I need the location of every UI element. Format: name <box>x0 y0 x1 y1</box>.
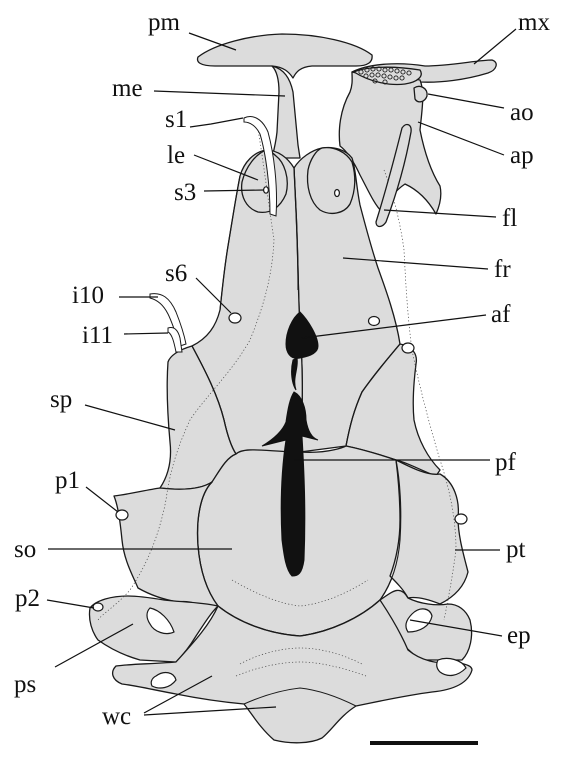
label-ap: ap <box>510 142 534 169</box>
label-le: le <box>167 142 185 169</box>
leader-i11 <box>124 333 168 334</box>
pore-fr-right <box>369 317 380 326</box>
label-i11: i11 <box>82 322 113 349</box>
pterotic-right <box>390 460 468 604</box>
leader-p1 <box>86 487 118 512</box>
lateral-ethmoid-right <box>308 148 355 214</box>
leader-fl <box>384 210 496 217</box>
label-s3: s3 <box>174 179 196 206</box>
premaxilla-bone <box>198 34 373 78</box>
label-pt: pt <box>506 536 526 563</box>
infraorbital-i10 <box>150 294 186 346</box>
leader-ao <box>428 94 504 108</box>
leader-pm <box>189 33 236 50</box>
label-s6: s6 <box>165 260 187 287</box>
pore-le-right <box>335 190 340 197</box>
label-so: so <box>14 536 36 563</box>
label-p1: p1 <box>55 467 80 494</box>
antorbital-tip <box>414 86 427 101</box>
pore-s3 <box>264 187 269 193</box>
label-pf: pf <box>495 449 517 476</box>
label-sp: sp <box>50 386 72 413</box>
label-wc: wc <box>102 703 131 730</box>
label-ao: ao <box>510 99 534 126</box>
leader-ap <box>418 122 504 155</box>
label-ep: ep <box>507 622 531 649</box>
label-ps: ps <box>14 671 36 698</box>
pore-pt-right <box>455 514 467 524</box>
leader-me <box>154 91 285 96</box>
leader-mx <box>474 29 516 64</box>
pore-right-lateral <box>402 343 414 353</box>
label-me: me <box>112 75 143 102</box>
label-s1: s1 <box>165 106 187 133</box>
label-i10: i10 <box>72 282 104 309</box>
pore-p2 <box>93 603 103 611</box>
pore-s6 <box>229 313 241 323</box>
label-fl: fl <box>502 205 517 232</box>
label-pm: pm <box>148 9 181 36</box>
label-mx: mx <box>518 9 550 36</box>
label-fr: fr <box>494 256 511 283</box>
leader-s1 <box>190 118 243 127</box>
mesethmoid-bone <box>272 66 300 158</box>
label-p2: p2 <box>15 585 40 612</box>
leader-p2 <box>47 600 94 608</box>
leader-sp <box>85 405 175 430</box>
label-af: af <box>491 301 511 328</box>
